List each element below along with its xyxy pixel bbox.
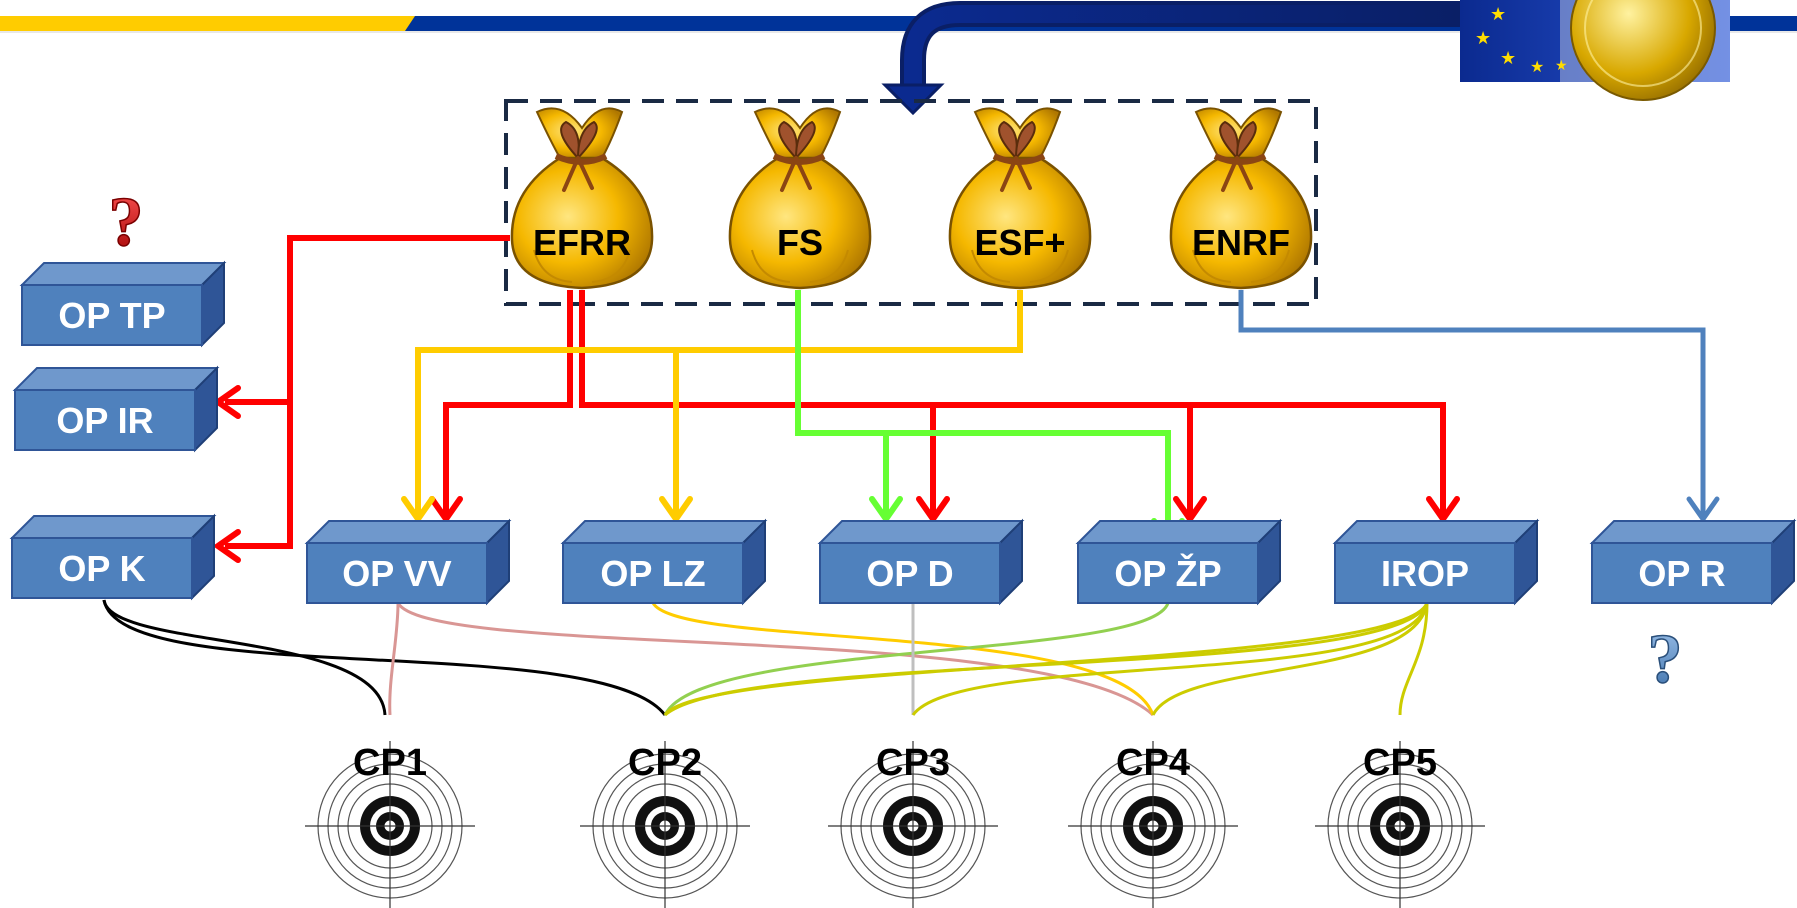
arrow-efrr-to-op-vv xyxy=(443,290,573,515)
goal-label-cp4: CP4 xyxy=(1116,742,1190,784)
programme-label-k: OP K xyxy=(58,548,145,589)
fund-label-efrr: EFRR xyxy=(533,222,631,263)
fund-label-esf: ESF+ xyxy=(974,222,1065,263)
eu-coin-logo: ★ ★ ★ ★ ★ xyxy=(1460,0,1730,101)
programme-label-irop: IROP xyxy=(1381,553,1469,594)
arrow-enrf-to-op-r xyxy=(1238,290,1706,515)
programme-label-r: OP R xyxy=(1638,553,1725,594)
fund-label-enrf: ENRF xyxy=(1192,222,1290,263)
programme-box-ir: OP IR xyxy=(12,365,220,453)
svg-text:★: ★ xyxy=(1490,4,1506,24)
arrow-efrr-to-op-k xyxy=(225,402,293,549)
question-mark-blue-icon: ? xyxy=(1648,621,1683,698)
goal-label-cp5: CP5 xyxy=(1363,742,1437,784)
programme-label-zp: OP ŽP xyxy=(1114,552,1221,594)
target-icon-cp5 xyxy=(1315,741,1485,908)
allocation-arrows xyxy=(212,235,1720,563)
programme-label-lz: OP LZ xyxy=(600,553,705,594)
arrow-fs-to-op-zp xyxy=(886,430,1171,537)
svg-text:★: ★ xyxy=(1500,48,1516,68)
goal-connectors xyxy=(102,599,1429,717)
goal-label-cp2: CP2 xyxy=(628,742,702,784)
programme-box-tp: OP TP xyxy=(19,260,227,348)
arrow-esf-to-op-vv xyxy=(415,290,1023,515)
programme-box-d: OP D xyxy=(817,518,1025,606)
arrow-efrr-to-irop xyxy=(1190,402,1446,515)
programme-box-vv: OP VV xyxy=(304,518,512,606)
programme-label-d: OP D xyxy=(866,553,953,594)
programme-box-lz: OP LZ xyxy=(560,518,768,606)
programme-label-vv: OP VV xyxy=(342,553,451,594)
goal-label-cp3: CP3 xyxy=(876,742,950,784)
programme-box-k: OP K xyxy=(9,513,217,601)
svg-text:★: ★ xyxy=(1475,28,1491,48)
target-icon-cp3 xyxy=(828,741,998,908)
programme-label-tp: OP TP xyxy=(58,295,165,336)
arrow-efrr-to-op-d xyxy=(579,290,936,515)
arrow-efrr-to-op-ir xyxy=(225,235,510,405)
goal-label-cp1: CP1 xyxy=(353,742,427,784)
target-icon-cp4 xyxy=(1068,741,1238,908)
programme-box-irop: IROP xyxy=(1332,518,1540,606)
funds-container xyxy=(504,99,1318,306)
programme-box-r: OP R xyxy=(1589,518,1797,606)
money-bag-efrr: EFRR xyxy=(510,107,654,290)
arrow-fs-to-op-d xyxy=(795,290,889,515)
money-bag-fs: FS xyxy=(728,107,872,290)
target-icon-cp1 xyxy=(305,741,475,908)
programme-box-zp: OP ŽP xyxy=(1075,518,1283,606)
target-icon-cp2 xyxy=(580,741,750,908)
incoming-curved-arrow xyxy=(881,0,1460,116)
svg-text:★: ★ xyxy=(1555,57,1568,73)
programme-label-ir: OP IR xyxy=(56,400,153,441)
money-bag-esf: ESF+ xyxy=(948,107,1092,290)
fund-label-fs: FS xyxy=(777,222,823,263)
question-mark-red-icon: ? xyxy=(109,184,144,261)
svg-text:★: ★ xyxy=(1530,59,1544,76)
arrow-efrr-to-op-zp xyxy=(933,402,1193,515)
money-bag-enrf: ENRF xyxy=(1169,107,1313,290)
